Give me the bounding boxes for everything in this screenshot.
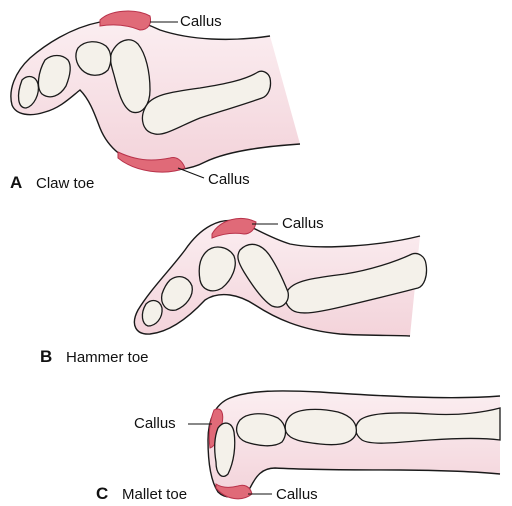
panel-c-mallet-toe-drawing bbox=[208, 391, 500, 499]
panel-c-letter: C bbox=[96, 485, 108, 502]
callus-label-a-plantar: Callus bbox=[208, 172, 250, 187]
panel-a-letter: A bbox=[10, 174, 22, 191]
panel-b-letter: B bbox=[40, 348, 52, 365]
callus-label-a-dorsal: Callus bbox=[180, 14, 222, 29]
panel-b-hammer-toe-drawing bbox=[134, 218, 426, 336]
callus-label-c-plantar: Callus bbox=[276, 487, 318, 502]
callus-label-b-dorsal: Callus bbox=[282, 216, 324, 231]
panel-b-title: Hammer toe bbox=[66, 350, 149, 365]
panel-a-claw-toe-drawing bbox=[11, 11, 300, 172]
panel-c-title: Mallet toe bbox=[122, 487, 187, 502]
callus-label-c-tip: Callus bbox=[134, 416, 176, 431]
panel-a-title: Claw toe bbox=[36, 176, 94, 191]
